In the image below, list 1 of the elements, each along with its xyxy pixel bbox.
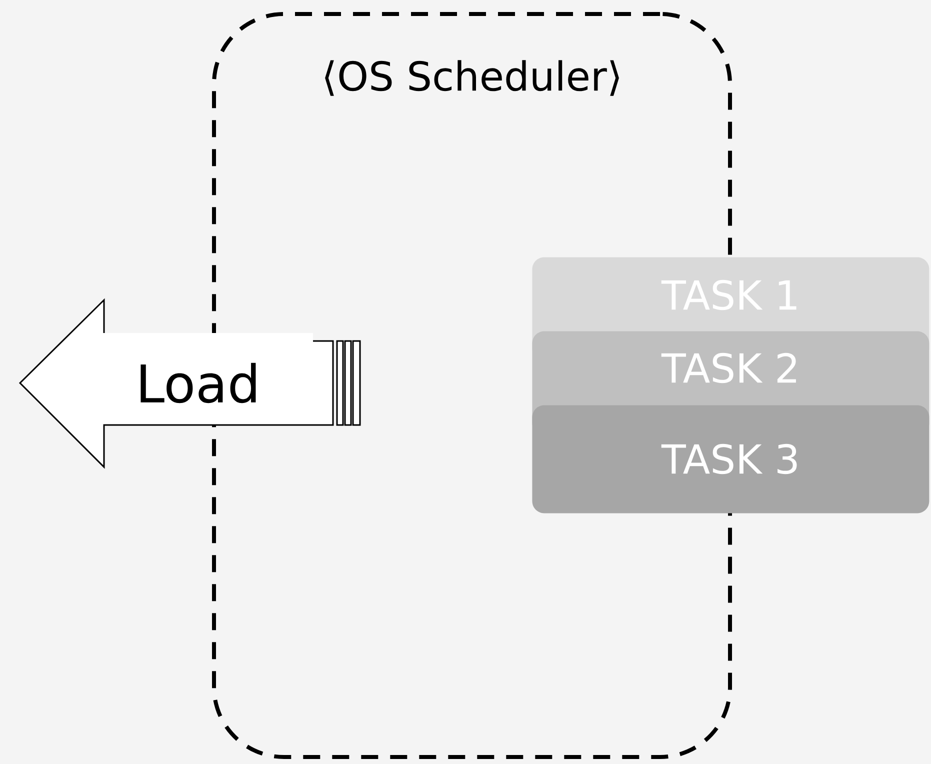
task-box: TASK 3 (532, 405, 930, 514)
